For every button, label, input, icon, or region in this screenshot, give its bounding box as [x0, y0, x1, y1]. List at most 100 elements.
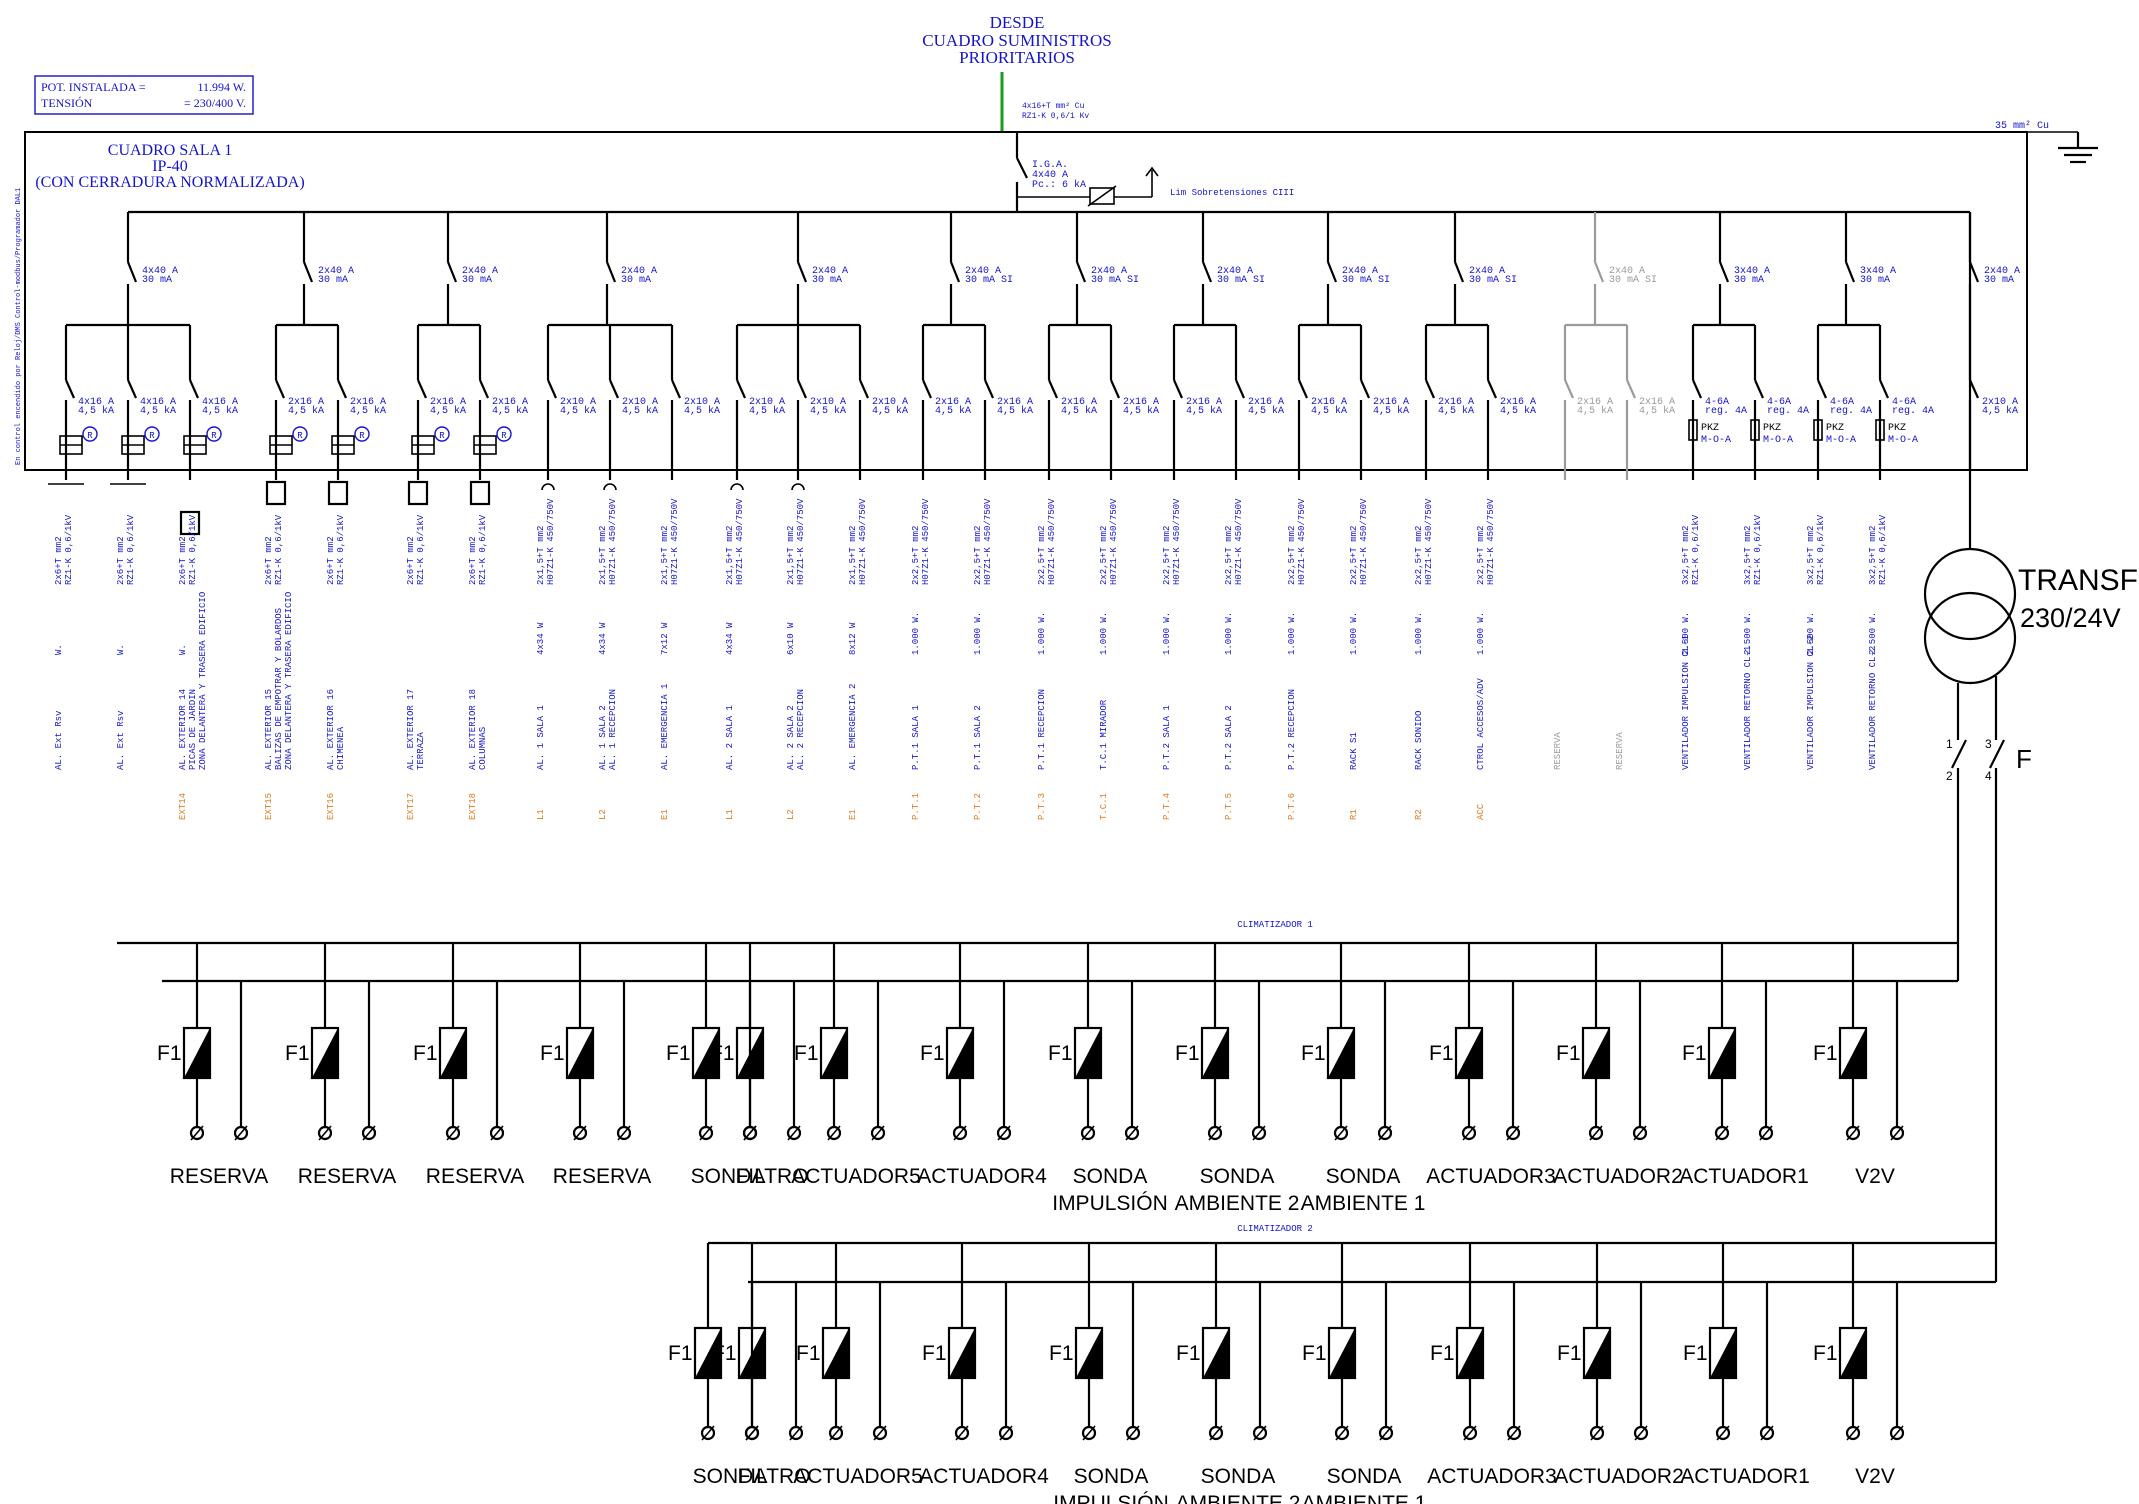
terminal-1	[1334, 1425, 1350, 1441]
diff-contact	[796, 261, 808, 283]
terminal-1-slash	[955, 1425, 969, 1441]
diff-contact	[1844, 261, 1856, 283]
climatizador-2: CLIMATIZADOR 2 F1SONDAF1FILTROF1ACTUADOR…	[668, 1224, 1996, 1504]
circuit-desc-text: AL. 1 RECEPCION	[608, 689, 618, 770]
circuit-load-text: 8x12 W	[848, 622, 858, 655]
relay-letter: R	[359, 431, 365, 441]
circuit-code-text: EXT15	[264, 793, 274, 820]
unit-label: SONDA	[693, 1465, 768, 1488]
fuse-label: F1	[1813, 1342, 1838, 1365]
breaker-rating: 2x16 A	[1061, 397, 1097, 408]
circuit-desc-text: RACK SONIDO	[1414, 711, 1424, 770]
terminal-2	[1124, 1125, 1140, 1141]
breaker-rating: 2x16 A	[492, 397, 528, 408]
ten-label: TENSIÓN	[41, 96, 93, 110]
circuit-load-text: 1.000 W.	[1414, 612, 1424, 655]
diff-rating: 2x40 A	[621, 266, 657, 277]
fuse-fill	[1840, 1328, 1866, 1378]
iga-contact	[1016, 157, 1028, 179]
fuse-label: F1	[1176, 1342, 1201, 1365]
breaker-breaking-capacity: 4,5 kA	[1123, 405, 1159, 417]
breaker-rating: 2x16 A	[430, 397, 466, 408]
feeder-cable-line-1: 4x16+T mm² Cu	[1022, 102, 1085, 111]
fuse-label: F1	[413, 1042, 438, 1065]
circuit-cable-text: RZ1-K 0,6/1kV	[188, 514, 198, 585]
terminal-2-slash	[1126, 1425, 1140, 1441]
terminal-1	[1333, 1125, 1349, 1141]
circuit-load-text: 7x12 W	[660, 622, 670, 655]
junction-box	[265, 480, 287, 506]
breaker-contact	[546, 379, 558, 399]
breaker-rating: 2x16 A	[1248, 397, 1284, 408]
iga-line-3: Pc.: 6 kA	[1032, 179, 1086, 191]
terminal-2	[786, 1125, 802, 1141]
circuit-desc-text: CHIMENEA	[336, 726, 346, 770]
diff-rating: 2x40 A	[318, 266, 354, 277]
relay-letter: R	[149, 431, 155, 441]
breaker-breaking-capacity: 4,5 kA	[1577, 405, 1613, 417]
fuse-fill	[823, 1328, 849, 1378]
pkz-mode: M-O-A	[1888, 435, 1918, 446]
diff-contact	[1201, 261, 1213, 283]
relay-circle	[82, 426, 98, 442]
terminal-1-slash	[190, 1125, 204, 1141]
breaker-rating: 2x16 A	[1373, 397, 1409, 408]
circuit-cable-text: H07Z1-K 450/750V	[1234, 498, 1244, 585]
terminal-2-slash	[997, 1125, 1011, 1141]
breaker-rating: 4x16 A	[78, 397, 114, 408]
circuit-desc-text: RACK S1	[1349, 732, 1359, 770]
fuse-label: F1	[794, 1042, 819, 1065]
fuse-label: F1	[1430, 1342, 1455, 1365]
diff-rating: 2x40 A	[1609, 266, 1645, 277]
circuit-cable-text: 2x2,5+T mm2	[1349, 526, 1359, 585]
panel-title: CUADRO SALA 1 IP-40 (CON CERRADURA NORMA…	[35, 142, 304, 191]
circuit-code-text: EXT14	[178, 793, 188, 820]
terminal-1	[828, 1425, 844, 1441]
breaker-breaking-capacity: 4,5 kA	[1373, 405, 1409, 417]
circuit-cable-text: H07Z1-K 450/750V	[670, 498, 680, 585]
unit-label: ACTUADOR1	[1680, 1465, 1810, 1488]
breaker-contact	[670, 379, 682, 399]
circuit-desc-text: RESERVA	[1615, 732, 1625, 770]
breaker-rating: 2x16 A	[288, 397, 324, 408]
unit-label: FILTRO	[737, 1465, 810, 1488]
terminal-2	[1125, 1425, 1141, 1441]
terminal-2-slash	[1890, 1125, 1904, 1141]
fuse-label: F1	[796, 1342, 821, 1365]
terminal-1-slash	[1846, 1125, 1860, 1141]
circuit-desc-text: VENTILADOR IMPULSION CL-1	[1681, 635, 1691, 770]
diff-contact	[446, 261, 458, 283]
breaker-breaking-capacity: 4,5 kA	[288, 405, 324, 417]
differential-2: 2x40 A30 mA	[276, 212, 354, 327]
circuit-cable-text: H07Z1-K 450/750V	[1109, 498, 1119, 585]
terminal-2-slash	[1890, 1425, 1904, 1441]
fuse-label: F1	[920, 1042, 945, 1065]
terminal-1-slash	[1334, 1125, 1348, 1141]
fuse-fill	[1328, 1028, 1354, 1078]
fuse-fill	[1709, 1028, 1735, 1078]
breaker-rating: 2x16 A	[935, 397, 971, 408]
breaker-breaking-capacity: 4,5 kA	[1982, 405, 2018, 417]
breaker-contact	[1625, 379, 1637, 399]
breaker-breaking-capacity: 4,5 kA	[935, 405, 971, 417]
diff-sensitivity: 30 mA SI	[1469, 275, 1517, 286]
surge-arrow	[1145, 166, 1159, 177]
diff-sensitivity: 30 mA SI	[965, 275, 1013, 286]
pkz-mode: M-O-A	[1763, 435, 1793, 446]
circuit-cable-text: 2x2,5+T mm2	[911, 526, 921, 585]
panel-frame	[24, 131, 2028, 471]
breaker-contact	[608, 379, 620, 399]
